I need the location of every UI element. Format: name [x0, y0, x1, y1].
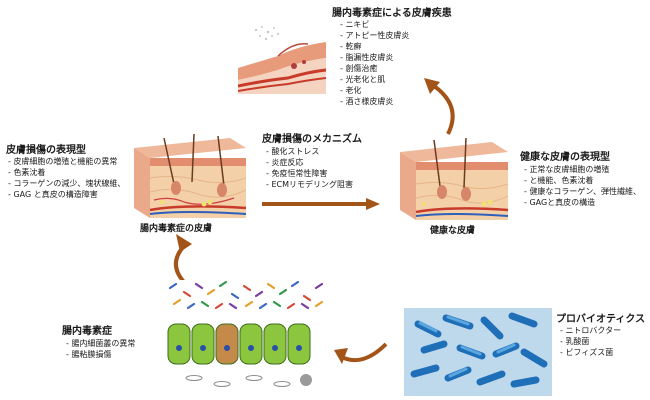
- probiotics-title: プロバイオティクス: [556, 314, 646, 325]
- disease-list: ニキビ アトピー性皮膚炎 乾癬 脂漏性皮膚炎 創傷治癒 光老化と肌 老化 酒さ様…: [340, 19, 409, 107]
- curved-arrow-up-icon: [418, 76, 462, 136]
- disease-item: 脂漏性皮膚炎: [340, 52, 409, 63]
- mechanism-list: 酸化ストレス 炎症反応 免疫恒常性障害 ECMリモデリング阻害: [266, 146, 353, 190]
- mechanism-item: ECMリモデリング阻害: [266, 179, 353, 190]
- probiotics-bacteria-illustration: [404, 308, 552, 396]
- damaged-skin-illustration: [134, 134, 246, 218]
- damaged-phenotype-item: コラーゲンの減少、塊状線維、: [8, 178, 125, 189]
- damaged-phenotype-item: 色素沈着: [8, 167, 125, 178]
- healthy-phenotype-item: 正常な皮膚細胞の増殖: [524, 164, 641, 175]
- healthy-skin-illustration: [400, 138, 508, 220]
- healthy-phenotype-item: 健康なコラーゲン、弾性繊維、: [524, 186, 641, 197]
- gut-illustration: [164, 280, 332, 394]
- mechanism-title: 皮膚損傷のメカニズム: [262, 134, 362, 145]
- disease-skin-illustration: [238, 22, 326, 94]
- healthy-phenotype-item: と機能、色素沈着: [524, 175, 641, 186]
- damaged-phenotype-item: GAG と真皮の構造障害: [8, 189, 125, 200]
- disease-item: 光老化と肌: [340, 74, 409, 85]
- disease-item: ニキビ: [340, 19, 409, 30]
- healthy-phenotype-item: GAGと真皮の構造: [524, 197, 641, 208]
- dysbiosis-item: 腸粘膜損傷: [66, 349, 135, 360]
- probiotics-item: ビフィズス菌: [560, 347, 621, 358]
- mechanism-item: 免疫恒常性障害: [266, 168, 353, 179]
- healthy-skin-caption: 健康な皮膚: [430, 226, 476, 236]
- damaged-phenotype-list: 皮膚細胞の増殖と機能の異常 色素沈着 コラーゲンの減少、塊状線維、 GAG と真…: [8, 156, 125, 200]
- damaged-phenotype-item: 皮膚細胞の増殖と機能の異常: [8, 156, 125, 167]
- damaged-skin-caption: 腸内毒素症の皮膚: [140, 224, 213, 234]
- mechanism-item: 酸化ストレス: [266, 146, 353, 157]
- probiotics-item: 乳酸菌: [560, 336, 621, 347]
- dysbiosis-title: 腸内毒素症: [62, 326, 112, 337]
- disease-title: 腸内毒素症による皮膚疾患: [332, 8, 452, 19]
- healthy-phenotype-list: 正常な皮膚細胞の増殖 と機能、色素沈着 健康なコラーゲン、弾性繊維、 GAGと真…: [524, 164, 641, 208]
- damaged-phenotype-title: 皮膚損傷の表現型: [6, 145, 86, 156]
- disease-item: アトピー性皮膚炎: [340, 30, 409, 41]
- disease-item: 創傷治癒: [340, 63, 409, 74]
- disease-item: 乾癬: [340, 41, 409, 52]
- disease-item: 酒さ様皮膚炎: [340, 96, 409, 107]
- arrow-right-icon: [262, 198, 380, 210]
- probiotics-item: ニトロバクター: [560, 325, 621, 336]
- curved-arrow-left-icon: [332, 336, 388, 370]
- healthy-phenotype-title: 健康な皮膚の表現型: [520, 152, 610, 163]
- dysbiosis-item: 腸内細菌叢の異常: [66, 338, 135, 349]
- mechanism-item: 炎症反応: [266, 157, 353, 168]
- disease-item: 老化: [340, 85, 409, 96]
- dysbiosis-list: 腸内細菌叢の異常 腸粘膜損傷: [66, 338, 135, 360]
- probiotics-list: ニトロバクター 乳酸菌 ビフィズス菌: [560, 325, 621, 358]
